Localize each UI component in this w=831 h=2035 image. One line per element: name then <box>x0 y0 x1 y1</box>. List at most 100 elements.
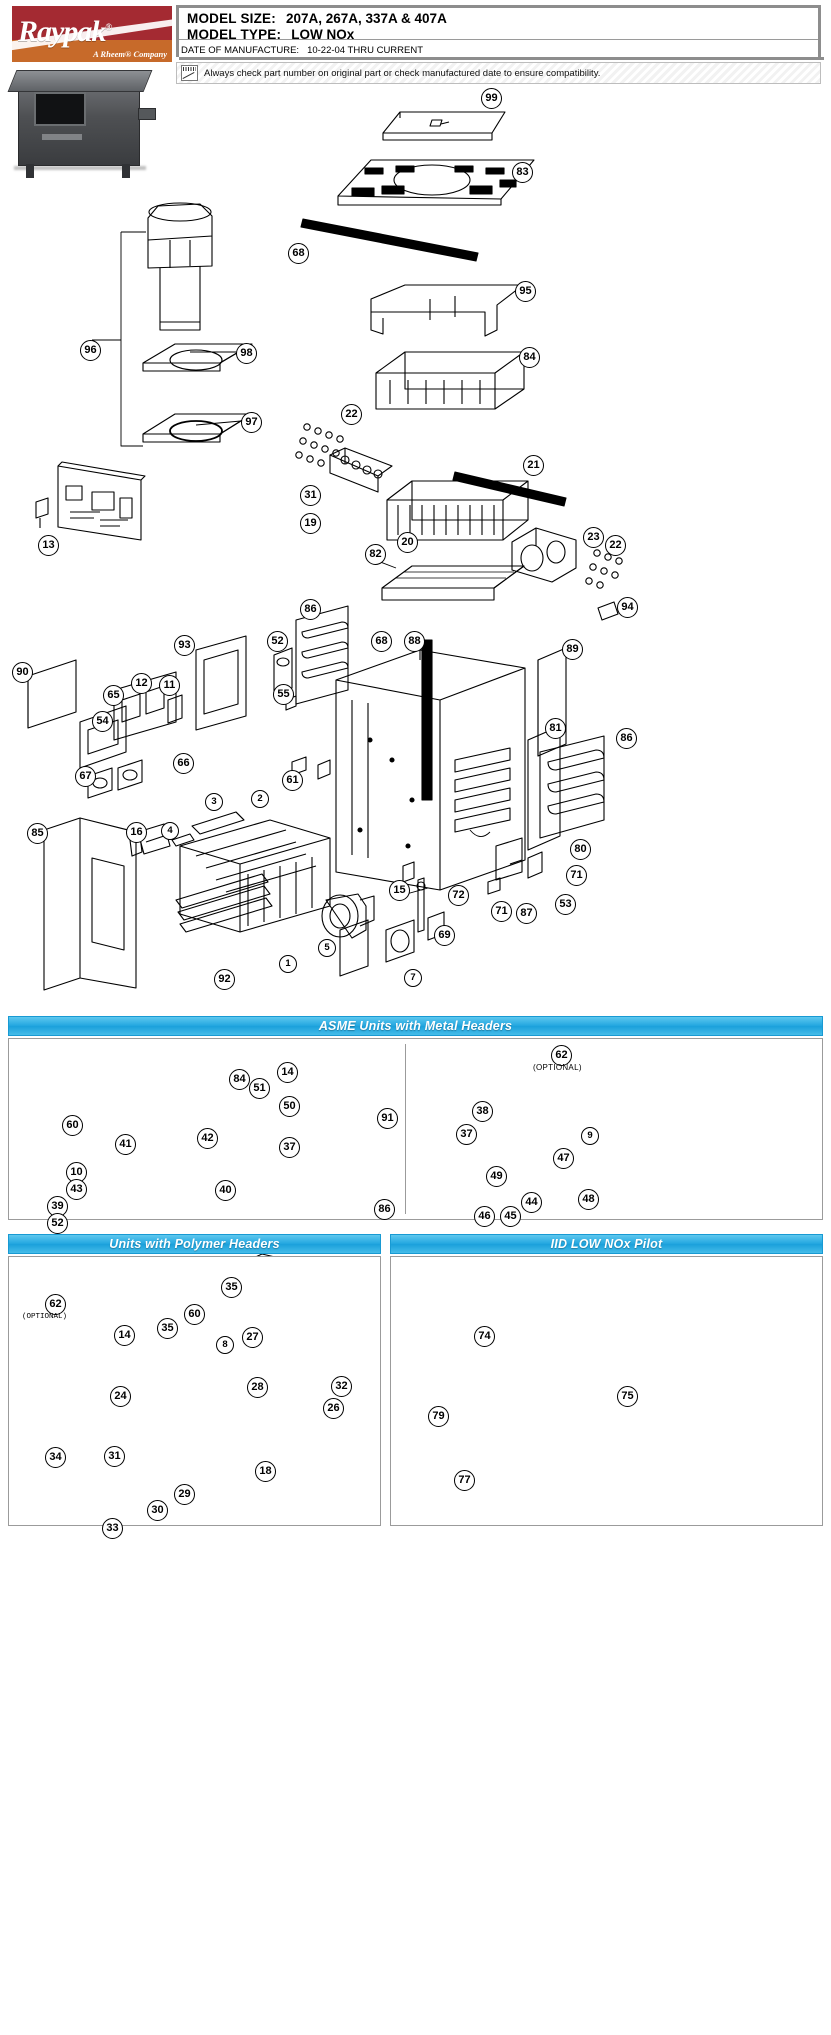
part-5-blower <box>321 893 375 939</box>
part-86-right-coil-panel <box>539 735 605 839</box>
date-of-manufacture-line: DATE OF MANUFACTURE:10-22-04 THRU CURREN… <box>181 45 423 56</box>
callout-74: 74 <box>474 1326 495 1347</box>
callout-52: 52 <box>47 1213 68 1234</box>
part-93-back-panel <box>195 635 247 731</box>
callout-49: 49 <box>486 1166 507 1187</box>
callout-86: 86 <box>300 599 321 620</box>
photo-cabinet-top <box>7 70 153 92</box>
part-21-bar <box>452 471 567 507</box>
callout-27: 27 <box>242 1327 263 1348</box>
callout-29: 29 <box>174 1484 195 1505</box>
callout-24: 24 <box>110 1386 131 1407</box>
callout-38: 38 <box>472 1101 493 1122</box>
model-size-value: 207A, 267A, 337A & 407A <box>285 11 447 26</box>
section-panel-polymer <box>8 1256 381 1526</box>
callout-28: 28 <box>247 1377 268 1398</box>
photo-shadow <box>14 166 146 170</box>
title-block-shadow <box>179 57 824 60</box>
callout-53: 53 <box>555 894 576 915</box>
part-67-66-knobs <box>87 759 143 799</box>
callout-23: 23 <box>583 527 604 548</box>
asme-panel-divider <box>405 1044 406 1214</box>
callout-22: 22 <box>605 535 626 556</box>
part-84-combustion-tray <box>375 351 525 410</box>
callout-72: 72 <box>448 885 469 906</box>
compatibility-note: Always check part number on original par… <box>176 62 821 84</box>
logo-registered-mark: ® <box>105 22 112 32</box>
model-title-block: MODEL SIZE: 207A, 267A, 337A & 407A MODEL… <box>176 5 821 57</box>
callout-18: 18 <box>255 1461 276 1482</box>
model-size-label: MODEL SIZE: <box>187 11 276 26</box>
callout-55: 55 <box>273 684 294 705</box>
part-2-3-4-16-burner-tubes <box>129 811 245 857</box>
callout-37: 37 <box>279 1137 300 1158</box>
callout-44: 44 <box>521 1192 542 1213</box>
callout-20: 20 <box>397 532 418 553</box>
callout-85: 85 <box>27 823 48 844</box>
section-banner-polymer: Units with Polymer Headers <box>8 1234 381 1254</box>
callout-21: 21 <box>523 455 544 476</box>
callout-81: 81 <box>545 718 566 739</box>
callout-34: 34 <box>45 1447 66 1468</box>
optional-label: (OPTIONAL) <box>533 1063 582 1072</box>
callout-5: 5 <box>318 939 336 957</box>
callout-84: 84 <box>519 347 540 368</box>
callout-8: 8 <box>216 1336 234 1354</box>
callout-11: 11 <box>159 675 180 696</box>
part-68-top-trim-bar <box>300 218 479 262</box>
logo-wordmark: Raypak® <box>18 10 168 50</box>
callout-87: 87 <box>516 903 537 924</box>
part-82-baffle-plate <box>381 565 525 601</box>
callout-88: 88 <box>404 631 425 652</box>
callout-89: 89 <box>562 639 583 660</box>
callout-84: 84 <box>229 1069 250 1090</box>
callout-99: 99 <box>481 88 502 109</box>
part-83-top-panel <box>337 159 535 206</box>
callout-67: 67 <box>75 766 96 787</box>
callout-68: 68 <box>288 243 309 264</box>
part-89-right-panel <box>537 647 567 757</box>
callout-30: 30 <box>147 1500 168 1521</box>
part-94-small-clip <box>597 601 619 621</box>
callout-2: 2 <box>251 790 269 808</box>
callout-62: 62 <box>45 1294 66 1315</box>
part-7-panel <box>339 919 369 977</box>
part-95-upper-bracket <box>370 284 524 337</box>
logo-tagline: A Rheem® Company <box>93 49 167 59</box>
photo-side-fitting <box>138 108 156 120</box>
callout-83: 83 <box>512 162 533 183</box>
part-81-side-duct <box>527 725 561 851</box>
callout-35: 35 <box>221 1277 242 1298</box>
callout-80: 80 <box>570 839 591 860</box>
callout-97: 97 <box>241 412 262 433</box>
callout-45: 45 <box>500 1206 521 1227</box>
notepad-icon <box>181 65 198 81</box>
callout-77: 77 <box>454 1470 475 1491</box>
model-type-label: MODEL TYPE: <box>187 27 282 42</box>
section-banner-pilot-label: IID LOW NOx Pilot <box>550 1237 663 1251</box>
section-panel-asme <box>8 1038 823 1220</box>
callout-31: 31 <box>104 1446 125 1467</box>
callout-43: 43 <box>66 1179 87 1200</box>
callout-35: 35 <box>157 1318 178 1339</box>
callout-62: 62 <box>551 1045 572 1066</box>
callout-19: 19 <box>300 513 321 534</box>
note-text: Always check part number on original par… <box>204 67 601 79</box>
logo-brand-text: Raypak <box>18 15 106 48</box>
callout-65: 65 <box>103 685 124 706</box>
callout-31: 31 <box>300 485 321 506</box>
callout-75: 75 <box>617 1386 638 1407</box>
callout-98: 98 <box>236 343 257 364</box>
callout-47: 47 <box>553 1148 574 1169</box>
logo-lower-band <box>12 40 172 62</box>
callout-60: 60 <box>184 1304 205 1325</box>
callout-40: 40 <box>215 1180 236 1201</box>
part-68-vertical-bar <box>421 639 433 801</box>
callout-68: 68 <box>371 631 392 652</box>
callout-92: 92 <box>214 969 235 990</box>
callout-13: 13 <box>38 535 59 556</box>
part-85-front-door <box>43 817 137 991</box>
callout-54: 54 <box>92 711 113 732</box>
callout-1: 1 <box>279 955 297 973</box>
part-99-top-cover <box>382 111 506 141</box>
